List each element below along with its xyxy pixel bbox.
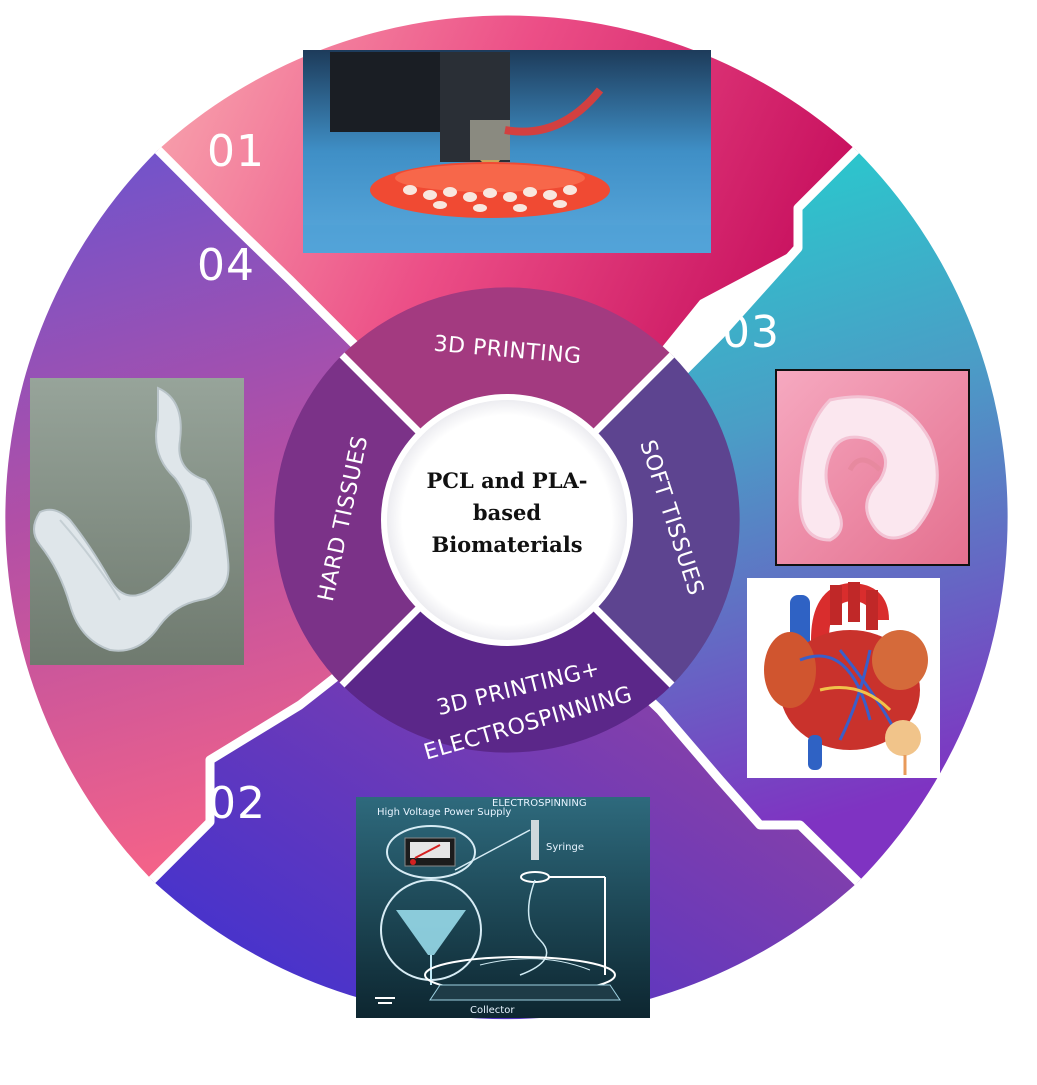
quadrant-number-02: 02 (208, 778, 266, 829)
inner-ring (274, 287, 740, 753)
quadrant-04-segment (5, 150, 520, 880)
center-title-line-2: based (473, 500, 541, 525)
3d-printer-photo (303, 50, 711, 253)
collector-label: Collector (470, 1005, 515, 1016)
quadrant-number-03: 03 (722, 307, 780, 358)
center-title-line-1: PCL and PLA- (426, 468, 587, 493)
electrospinning-setup-illustration: ELECTROSPINNING High Voltage Power Suppl… (356, 797, 650, 1018)
power-supply-label: High Voltage Power Supply (377, 807, 511, 818)
quadrant-number-01: 01 (207, 126, 265, 177)
inner-ring-bottom (342, 605, 672, 753)
electrospinning-title: ELECTROSPINNING (492, 798, 587, 809)
inner-ring-right (592, 355, 740, 685)
human-heart-illustration (747, 578, 940, 778)
syringe-label: Syringe (546, 842, 584, 853)
quadrant-number-04: 04 (197, 240, 255, 291)
inner-ring-left (274, 355, 422, 685)
center-hub: PCL and PLA- based Biomaterials (381, 394, 633, 646)
inner-ring-top (342, 287, 672, 435)
jaw-bone-scaffold-photo (30, 378, 244, 665)
ear-scaffold-photo (775, 369, 970, 566)
center-title-line-3: Biomaterials (431, 532, 582, 557)
quadrant-02-segment (152, 560, 858, 1020)
